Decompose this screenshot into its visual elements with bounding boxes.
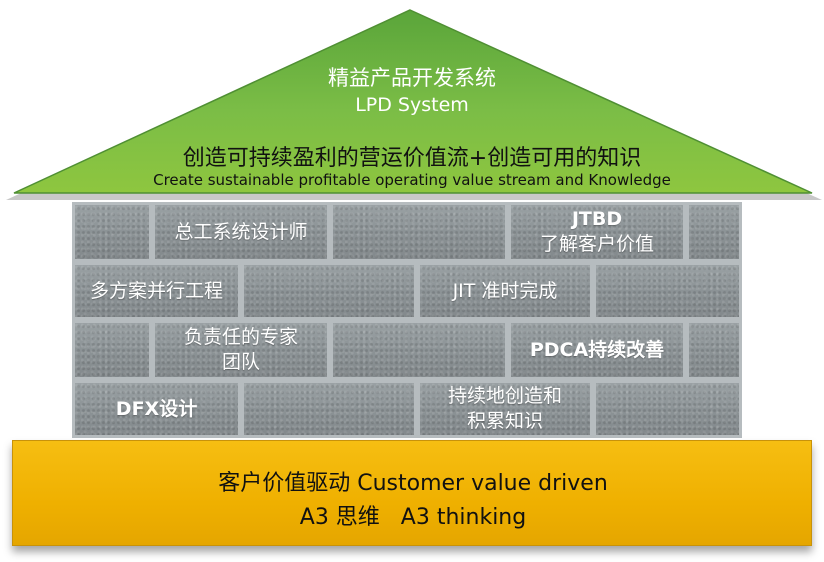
label-knowledge-l1: 持续地创造和 (447, 385, 562, 408)
brick (330, 202, 508, 262)
label-jtbd-title: JTBD (571, 208, 623, 231)
brick (241, 262, 417, 320)
brick (417, 262, 593, 320)
roof-shape (13, 9, 813, 194)
label-knowledge: 持续地创造和 积累知识 (417, 380, 593, 438)
brick (508, 320, 686, 380)
label-expert-team: 负责任的专家 团队 (152, 320, 330, 380)
label-jtbd: JTBD 了解客户价值 (508, 202, 686, 262)
roof-goal-cn: 创造可持续盈利的营运价值流+创造可用的知识 (182, 146, 642, 171)
label-expert-team-l1: 负责任的专家 (183, 326, 298, 349)
roof-goal-en: Create sustainable profitable operating … (153, 171, 671, 189)
label-expert-team-l2: 团队 (221, 351, 260, 373)
label-jtbd-sub: 了解客户价值 (539, 233, 654, 255)
foundation: 客户价值驱动 Customer value driven A3 思维 A3 th… (12, 440, 812, 546)
brick (72, 320, 152, 380)
foundation-line2: A3 思维 A3 thinking (299, 505, 527, 530)
brick (593, 380, 742, 438)
brick (686, 320, 742, 380)
brick (330, 320, 508, 380)
brick (72, 380, 241, 438)
brick (72, 262, 241, 320)
brick (686, 202, 742, 262)
roof-title-en: LPD System (355, 94, 469, 116)
brick (417, 380, 593, 438)
brick (152, 202, 330, 262)
label-set-based: 多方案并行工程 (89, 279, 223, 302)
brick (508, 202, 686, 262)
brick (72, 202, 152, 262)
label-jit: JIT 准时完成 (452, 279, 558, 302)
brick-wall: 总工系统设计师 JTBD 了解客户价值 多方案并行工程 JIT 准时完成 负责任… (72, 202, 742, 438)
roof-title-cn: 精益产品开发系统 (328, 66, 496, 90)
brick (241, 380, 417, 438)
roof (6, 9, 822, 200)
label-dfx: DFX设计 (115, 397, 198, 420)
label-knowledge-l2: 积累知识 (466, 410, 543, 432)
brick (593, 262, 742, 320)
brick (152, 320, 330, 380)
label-chief-engineer: 总工系统设计师 (174, 220, 308, 243)
label-pdca: PDCA持续改善 (529, 338, 665, 361)
foundation-line1: 客户价值驱动 Customer value driven (218, 471, 608, 496)
